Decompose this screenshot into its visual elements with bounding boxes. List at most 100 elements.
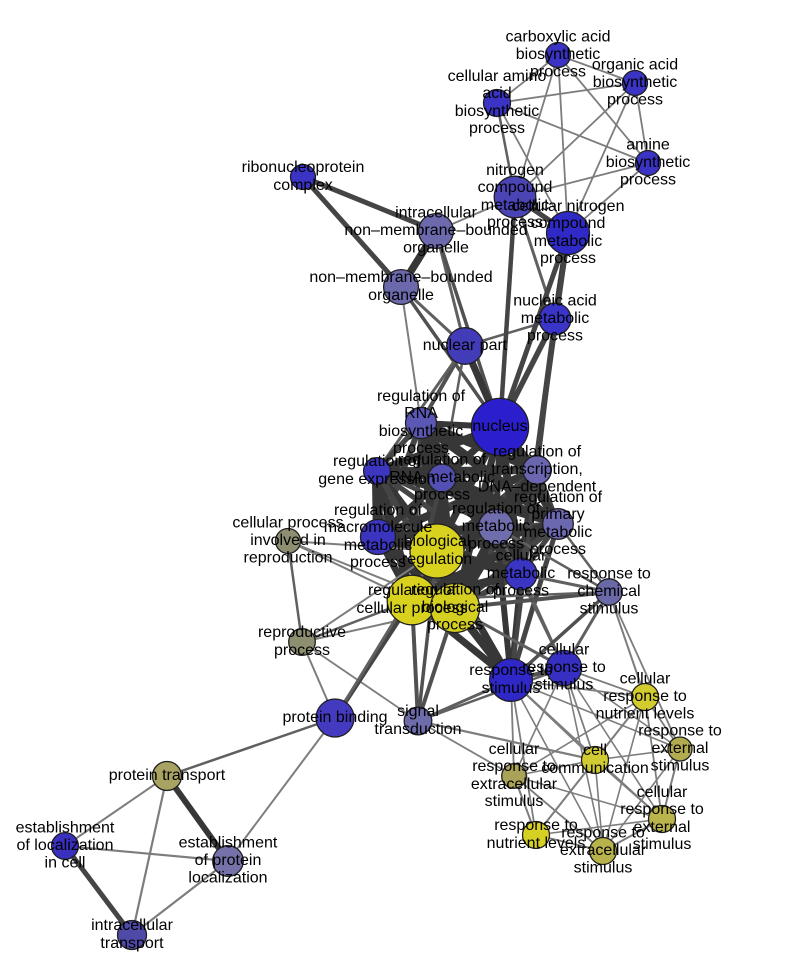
svg-text:reproduction: reproduction	[244, 550, 333, 567]
svg-text:stimulus: stimulus	[574, 860, 633, 877]
svg-text:transcription,: transcription,	[491, 461, 583, 478]
svg-text:regulation of: regulation of	[377, 388, 466, 405]
svg-text:regulation of: regulation of	[493, 444, 582, 461]
svg-text:regulation of: regulation of	[411, 582, 500, 599]
svg-text:stimulus: stimulus	[580, 601, 639, 618]
svg-text:biosynthetic: biosynthetic	[516, 46, 601, 63]
svg-text:response to: response to	[620, 801, 704, 818]
svg-text:DNA–dependent: DNA–dependent	[478, 479, 597, 496]
svg-text:non–membrane–bounded: non–membrane–bounded	[344, 222, 527, 239]
svg-text:regulation of: regulation of	[368, 582, 457, 599]
svg-text:process: process	[527, 328, 583, 345]
svg-text:protein transport: protein transport	[109, 767, 226, 784]
svg-text:ribonucleoprotein: ribonucleoprotein	[242, 159, 365, 176]
svg-text:transport: transport	[100, 935, 164, 952]
svg-text:external: external	[634, 819, 691, 836]
svg-text:cellular: cellular	[496, 548, 547, 565]
svg-text:regulation of: regulation of	[333, 453, 422, 470]
svg-text:establishment: establishment	[16, 820, 115, 837]
svg-text:RNA metabolic: RNA metabolic	[389, 469, 495, 486]
svg-text:extracellular: extracellular	[471, 776, 558, 793]
svg-text:metabolic: metabolic	[481, 197, 549, 214]
svg-text:organic acid: organic acid	[592, 57, 678, 74]
svg-text:metabolic: metabolic	[462, 518, 530, 535]
svg-text:cellular process: cellular process	[356, 600, 467, 617]
svg-text:process: process	[540, 250, 596, 267]
svg-text:metabolic: metabolic	[344, 537, 412, 554]
svg-text:metabolic: metabolic	[534, 233, 602, 250]
svg-text:involved in: involved in	[250, 532, 326, 549]
svg-text:communication: communication	[541, 760, 649, 777]
svg-text:chemical: chemical	[577, 583, 640, 600]
svg-text:protein binding: protein binding	[283, 709, 388, 726]
svg-text:regulation: regulation	[402, 551, 472, 568]
svg-text:reproductive: reproductive	[258, 624, 346, 641]
svg-text:metabolic: metabolic	[487, 565, 555, 582]
svg-text:in cell: in cell	[45, 855, 86, 872]
svg-text:amine: amine	[626, 137, 670, 154]
svg-text:establishment: establishment	[179, 835, 278, 852]
svg-text:stimulus: stimulus	[482, 680, 541, 697]
svg-text:response to: response to	[567, 566, 651, 583]
svg-text:process: process	[393, 440, 449, 457]
svg-text:carboxylic acid: carboxylic acid	[506, 29, 611, 46]
svg-text:metabolic: metabolic	[521, 310, 589, 327]
svg-text:process: process	[530, 541, 586, 558]
svg-text:organelle: organelle	[403, 240, 469, 257]
svg-text:non–membrane–bounded: non–membrane–bounded	[309, 269, 492, 286]
svg-text:regulation of: regulation of	[452, 501, 541, 518]
svg-text:process: process	[620, 172, 676, 189]
svg-text:cellular: cellular	[539, 642, 590, 659]
svg-text:biosynthetic: biosynthetic	[593, 74, 678, 91]
svg-text:nitrogen: nitrogen	[486, 162, 544, 179]
svg-text:cellular amino: cellular amino	[448, 68, 547, 85]
svg-text:compound: compound	[478, 179, 553, 196]
svg-text:primary: primary	[531, 506, 584, 523]
svg-text:cellular: cellular	[620, 671, 671, 688]
svg-text:nucleus: nucleus	[472, 418, 527, 435]
svg-text:cell: cell	[583, 742, 607, 759]
svg-text:regulation of: regulation of	[334, 502, 423, 519]
svg-text:biosynthetic: biosynthetic	[379, 423, 464, 440]
svg-text:response to: response to	[522, 659, 606, 676]
svg-text:cellular nitrogen: cellular nitrogen	[512, 198, 625, 215]
svg-text:process: process	[350, 554, 406, 571]
svg-text:cellular: cellular	[637, 784, 688, 801]
svg-text:response to: response to	[603, 688, 687, 705]
svg-text:stimulus: stimulus	[485, 793, 544, 810]
svg-text:metabolic: metabolic	[524, 524, 592, 541]
svg-text:nutrient levels: nutrient levels	[596, 706, 695, 723]
svg-text:nutrient levels: nutrient levels	[487, 835, 586, 852]
svg-text:process: process	[427, 617, 483, 634]
svg-text:process: process	[468, 536, 524, 553]
svg-text:process: process	[414, 487, 470, 504]
svg-text:organelle: organelle	[368, 287, 434, 304]
svg-text:process: process	[607, 92, 663, 109]
svg-text:extracellular: extracellular	[560, 842, 647, 859]
svg-text:response to: response to	[469, 662, 553, 679]
svg-text:stimulus: stimulus	[535, 677, 594, 694]
svg-text:cellular process: cellular process	[232, 515, 343, 532]
svg-text:biological: biological	[404, 533, 471, 550]
svg-text:nuclear part: nuclear part	[423, 337, 508, 354]
svg-text:biosynthetic: biosynthetic	[455, 103, 540, 120]
svg-text:compound: compound	[531, 215, 606, 232]
svg-text:stimulus: stimulus	[651, 758, 710, 775]
svg-text:signal: signal	[397, 703, 439, 720]
svg-text:response to: response to	[494, 817, 578, 834]
svg-text:intracellular: intracellular	[91, 917, 173, 934]
svg-text:gene expression: gene expression	[318, 471, 435, 488]
svg-text:biosynthetic: biosynthetic	[606, 154, 691, 171]
svg-text:biological: biological	[422, 599, 489, 616]
svg-text:acid: acid	[482, 85, 511, 102]
svg-text:response to: response to	[638, 723, 722, 740]
svg-text:macromolecule: macromolecule	[324, 519, 433, 536]
svg-text:stimulus: stimulus	[633, 836, 692, 853]
svg-text:complex: complex	[273, 177, 333, 194]
svg-text:cellular: cellular	[489, 741, 540, 758]
svg-text:nucleic acid: nucleic acid	[513, 293, 597, 310]
svg-text:process: process	[487, 214, 543, 231]
svg-text:process: process	[530, 64, 586, 81]
svg-text:RNA: RNA	[404, 405, 438, 422]
svg-text:response to: response to	[561, 825, 645, 842]
